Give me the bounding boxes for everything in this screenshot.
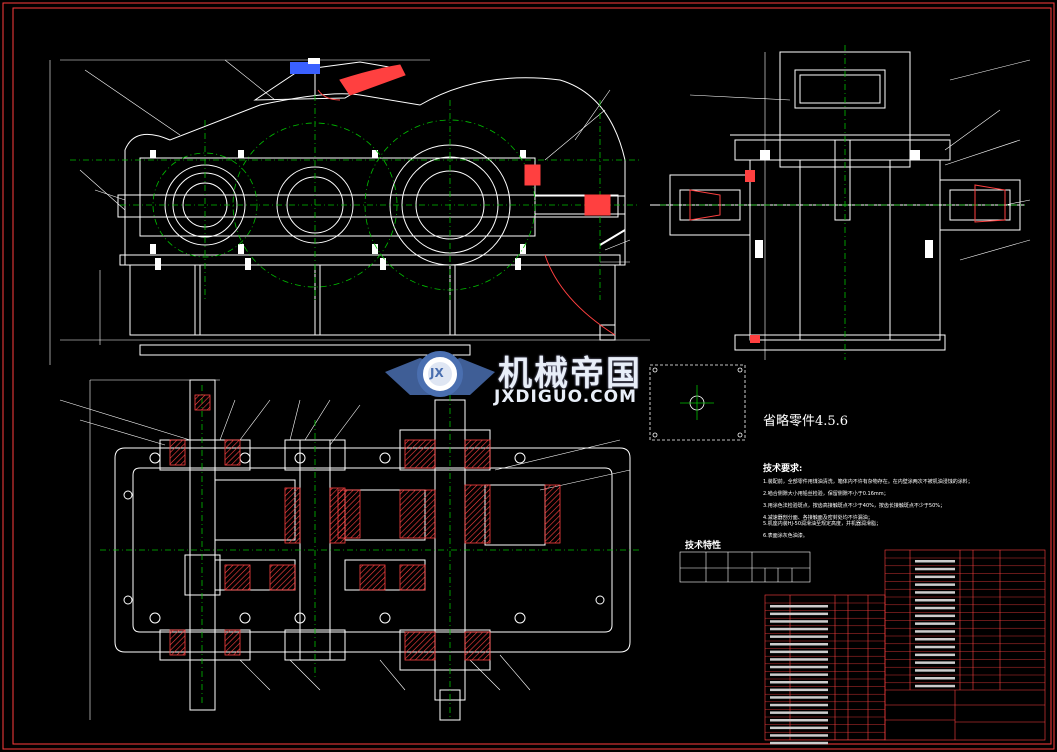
parts-list-cell-text	[915, 622, 955, 625]
omitted-part-drawing	[649, 364, 746, 441]
tech-requirement-2: 2.啮合侧隙大小用铅丝检验，保留侧隙不小于0.16mm；	[763, 491, 889, 497]
parts-list-cell-text	[915, 560, 955, 563]
section-hatching	[169, 394, 561, 661]
side-view-red	[689, 170, 1006, 343]
parts-list-rows	[765, 557, 1045, 745]
parts-list-cell-text	[770, 703, 828, 707]
parts-list-cell-text	[915, 669, 955, 672]
parts-list-right	[884, 549, 1046, 741]
parts-list-cell-text	[770, 726, 828, 730]
spec-table-title: 技术特性	[685, 541, 722, 551]
parts-list-cell-text	[770, 711, 828, 714]
tech-requirements-title: 技术要求:	[763, 464, 803, 474]
parts-list-cell-text	[915, 606, 955, 610]
parts-list-cell-text	[770, 612, 828, 616]
parts-list-cell-text	[770, 665, 828, 669]
parts-list-cell-text	[915, 684, 955, 688]
parts-list-cell-text	[915, 653, 955, 657]
parts-list-cell-text	[915, 630, 955, 633]
parts-list-cell-text	[770, 734, 828, 737]
parts-list-cell-text	[915, 599, 955, 602]
parts-list-cell-text	[915, 614, 955, 618]
parts-list-cell-text	[770, 605, 828, 608]
parts-list-cell-text	[915, 567, 955, 571]
tech-requirement-5: 5.机座内装HJ-50润滑油至规定高度，并机器润滑脂；	[763, 521, 881, 527]
tech-requirement-1: 1.装配前，全部零件用煤油清洗，箱体内不许有杂物存在。在内壁涂两次不被机油浸蚀的…	[763, 479, 973, 485]
front-view-centerlines	[70, 95, 640, 300]
parts-list-cell-text	[770, 627, 828, 631]
watermark-title: 机械帝国	[498, 354, 642, 394]
side-view-centerlines	[660, 45, 1025, 360]
parts-list-cell-text	[770, 635, 828, 638]
parts-list-cell-text	[915, 591, 955, 594]
inner-border	[12, 7, 1052, 745]
front-view	[49, 59, 650, 365]
parts-list-cell-text	[915, 638, 955, 641]
side-view	[650, 51, 1031, 360]
parts-list-cell-text	[915, 677, 955, 680]
parts-list-cell-text	[915, 575, 955, 579]
parts-list-cell-text	[770, 719, 828, 722]
parts-list-cell-text	[770, 650, 828, 654]
omitted-parts-note: 省略零件4.5.6	[763, 414, 849, 429]
parts-list-cell-text	[770, 696, 828, 699]
watermark-subtitle: JXDIGUO.COM	[494, 387, 638, 407]
tech-requirement-3: 3.用涂色法检验斑点，按齿高接触斑点不少于40%，按齿长接触斑点不少于50%；	[763, 503, 946, 509]
watermark-logo-letters: JX	[430, 366, 444, 380]
front-view-red	[317, 64, 616, 336]
spec-table	[679, 551, 811, 583]
parts-list-cell-text	[770, 673, 828, 676]
parts-list-cell-text	[915, 583, 955, 586]
tech-requirement-6: 6.表面涂灰色油漆。	[763, 533, 808, 539]
section-view-centerlines	[100, 385, 640, 720]
parts-list-cell-text	[770, 681, 828, 684]
parts-list-cell-text	[915, 661, 955, 664]
tech-requirement-4: 4.减速器剖分面、各接触面及密封处均不许漏油；	[763, 515, 873, 521]
parts-list-cell-text	[770, 658, 828, 661]
parts-list-cell-text	[770, 688, 828, 692]
parts-list-cell-text	[915, 645, 955, 649]
breather-part	[290, 62, 320, 74]
parts-list-cell-text	[770, 643, 828, 646]
parts-list-cell-text	[770, 620, 828, 623]
watermark-logo	[385, 351, 495, 397]
parts-list-cell-text	[770, 741, 828, 745]
